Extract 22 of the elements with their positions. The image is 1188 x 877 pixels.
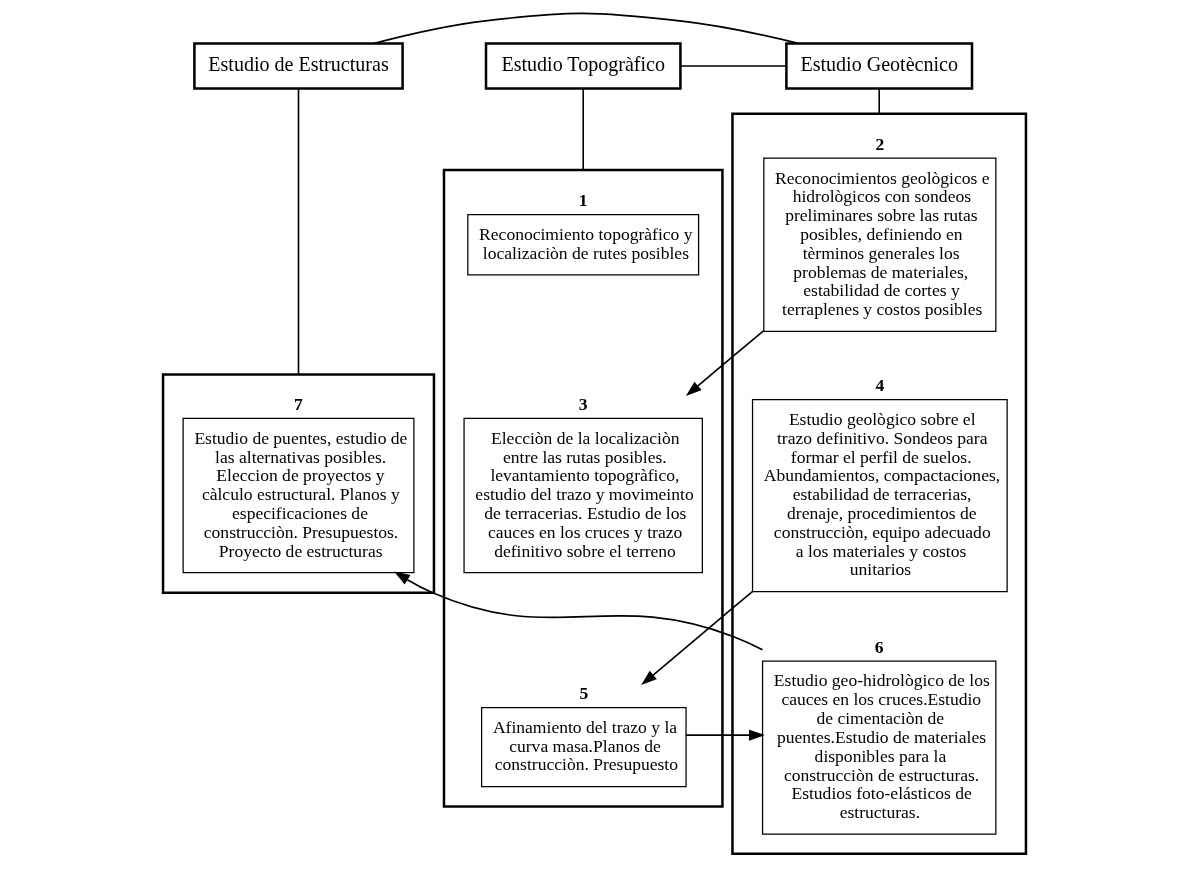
arrow [393, 571, 763, 651]
node-label: 4 [874, 375, 884, 396]
arrow [640, 590, 753, 686]
node-label: 5 [578, 682, 588, 703]
cluster [161, 373, 435, 594]
node-box: Estudio Topogràfico [484, 42, 682, 90]
cluster [442, 168, 724, 808]
cluster [730, 112, 1027, 855]
connector [372, 12, 799, 45]
node-box: Estudio de Estructuras [192, 42, 404, 90]
connector [297, 88, 299, 376]
node-label: 6 [874, 636, 884, 657]
connector [581, 87, 584, 171]
node-label: 1 [578, 190, 588, 211]
connector [679, 65, 787, 67]
connector [877, 87, 880, 115]
arrow [685, 329, 764, 397]
arrow [684, 729, 765, 741]
node-label: 3 [578, 393, 588, 414]
node-label: 7 [293, 393, 303, 414]
node-box: Estudio Geotècnico [784, 42, 973, 90]
node-label: 2 [874, 133, 884, 154]
